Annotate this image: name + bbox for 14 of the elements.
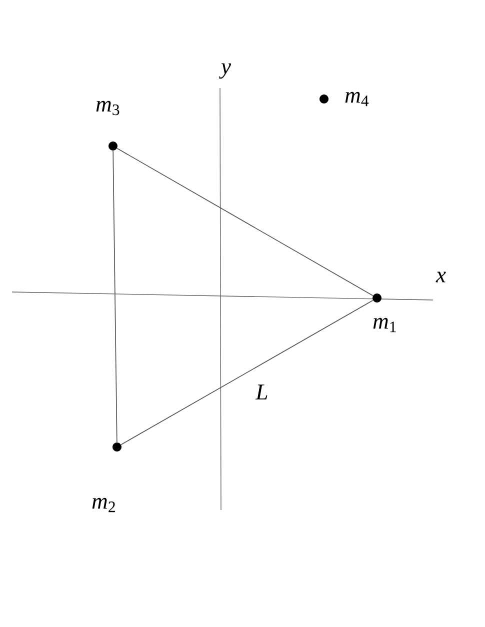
triangle-side xyxy=(120,300,374,446)
point-mass-dot xyxy=(112,442,122,452)
mass-label: m$_{2}$ xyxy=(92,498,115,512)
mass-label: m$_{4}$ xyxy=(345,92,369,106)
mass-label: m$_{1}$ xyxy=(373,318,396,332)
point-mass-dot xyxy=(372,294,382,302)
edge-label: L xyxy=(255,384,268,400)
triangle-side xyxy=(116,148,374,296)
axis-label: y xyxy=(219,63,232,79)
mass-label: m$_{3}$ xyxy=(96,100,120,116)
axis-label: x xyxy=(436,272,446,282)
point-mass-dot xyxy=(108,142,118,150)
point-mass-dot xyxy=(320,94,328,104)
triangle-side xyxy=(112,150,118,443)
